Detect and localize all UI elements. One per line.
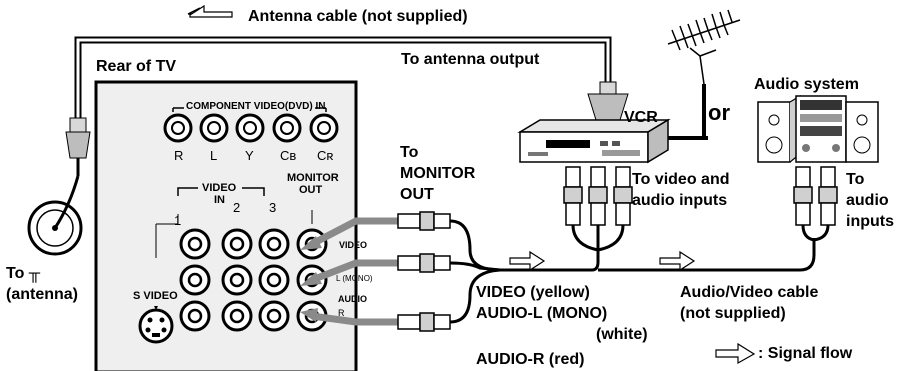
to-video-audio-label-1: To video and (632, 171, 730, 188)
monitor-out-panel-label: MONITOR (287, 172, 339, 184)
monitor-out-panel-label-2: OUT (299, 184, 323, 196)
audio-l-label: AUDIO-L (MONO) (476, 305, 608, 322)
av-cable-label-2: (not supplied) (680, 305, 786, 322)
monitor-out-label-1: To (400, 144, 419, 161)
s-video-label: S VIDEO (133, 290, 178, 302)
video-yellow-label: VIDEO (yellow) (476, 284, 590, 301)
column-label-3: 3 (269, 200, 277, 215)
video-in-label-2: IN (214, 194, 225, 206)
component-jacks (163, 113, 339, 143)
monitor-out-label-2: MONITOR (400, 165, 476, 182)
row-r-label: R (338, 308, 345, 318)
video-in-label: VIDEO (202, 182, 237, 194)
row-video-label: VIDEO (339, 240, 368, 250)
rca-plugs-audio (793, 166, 838, 226)
component-jack-r: R (174, 148, 184, 163)
antenna-icon (667, 9, 741, 85)
audio-system-icon (757, 94, 879, 163)
component-video-in-label: COMPONENT VIDEO(DVD) IN (186, 101, 326, 112)
column-label-2: 2 (233, 200, 241, 215)
or-label: or (708, 100, 730, 125)
white-label: (white) (596, 326, 648, 343)
vcr-icon (517, 84, 708, 164)
antenna-plug-left-icon (65, 117, 91, 176)
antenna-cable-label: Antenna cable (not supplied) (248, 8, 468, 25)
signal-flow-label: : Signal flow (758, 345, 853, 362)
antenna-plug-right-icon (587, 81, 629, 121)
signal-arrow-icon (715, 342, 756, 365)
to-antenna-output-label: To antenna output (401, 51, 540, 68)
to-audio-inputs-label-3: inputs (846, 213, 894, 230)
audio-system-label: Audio system (754, 76, 859, 93)
rear-of-tv-label: Rear of TV (96, 58, 177, 75)
s-video-jack-icon (138, 308, 174, 344)
av-cable-label-1: Audio/Video cable (680, 284, 819, 301)
column-label-1: 1 (174, 213, 182, 228)
row-audio-label: AUDIO (338, 294, 367, 304)
monitor-out-label-3: OUT (400, 186, 434, 203)
component-jack-y: Y (245, 148, 254, 163)
signal-arrow-icon (509, 250, 546, 272)
audio-r-label: AUDIO-R (red) (476, 351, 585, 368)
to-antenna-label-2: (antenna) (6, 286, 78, 303)
component-jack-l: L (210, 148, 218, 163)
vcr-label: VCR (624, 109, 658, 126)
component-jack-cr: Cʀ (317, 148, 334, 163)
to-video-audio-label-2: audio inputs (632, 192, 728, 209)
signal-arrow-icon (659, 250, 696, 272)
row-l-mono-label: L (MONO) (336, 274, 373, 283)
rca-plugs-vcr (563, 166, 633, 226)
to-audio-inputs-label-2: audio (846, 192, 889, 209)
to-antenna-label-1: To ╥ (6, 265, 41, 282)
component-jack-cb: Cʙ (280, 148, 297, 163)
rca-plugs-tv (397, 211, 451, 332)
to-audio-inputs-label-1: To (846, 171, 865, 188)
antenna-terminal-icon (27, 175, 83, 256)
